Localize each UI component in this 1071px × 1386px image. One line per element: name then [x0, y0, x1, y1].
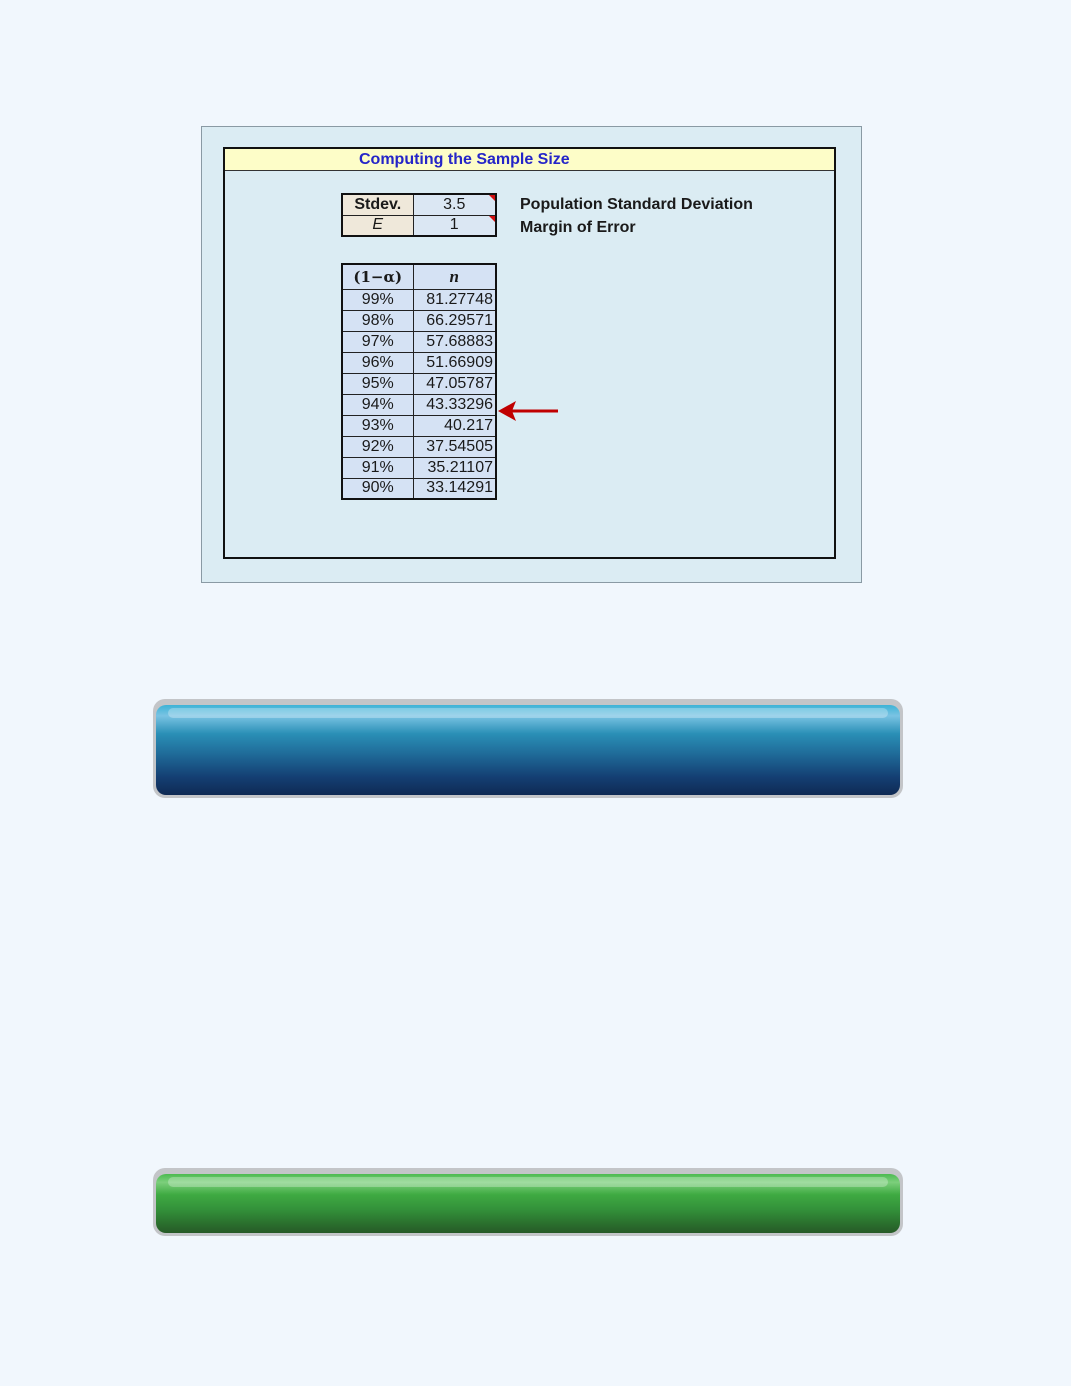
param-row-e: E 1	[341, 214, 497, 237]
cell-confidence[interactable]: 97%	[341, 330, 414, 353]
param-label-e: E	[341, 214, 414, 237]
cell-n[interactable]: 51.66909	[412, 351, 497, 374]
param-value-e[interactable]: 1	[412, 214, 497, 237]
arrow-left-icon	[498, 401, 558, 421]
cell-n[interactable]: 40.217	[412, 414, 497, 437]
sample-size-table: (1−α) n 99%81.27748 98%66.29571 97%57.68…	[341, 263, 497, 500]
param-row-stdev: Stdev. 3.5	[341, 193, 497, 216]
cell-confidence[interactable]: 96%	[341, 351, 414, 374]
cell-n[interactable]: 66.29571	[412, 309, 497, 332]
cell-confidence[interactable]: 91%	[341, 456, 414, 479]
cell-n[interactable]: 37.54505	[412, 435, 497, 458]
param-description-e: Margin of Error	[520, 219, 636, 236]
table-row: 90%33.14291	[341, 477, 497, 500]
table-row: 98%66.29571	[341, 309, 497, 332]
param-description-stdev: Population Standard Deviation	[520, 196, 753, 213]
green-banner	[153, 1168, 903, 1236]
table-row: 92%37.54505	[341, 435, 497, 458]
cell-n[interactable]: 81.27748	[412, 288, 497, 311]
sheet-title-bar: Computing the Sample Size	[225, 149, 834, 171]
spreadsheet-panel: Computing the Sample Size Stdev. 3.5 E 1…	[201, 126, 862, 583]
table-row: 93%40.217	[341, 414, 497, 437]
spreadsheet-frame: Computing the Sample Size Stdev. 3.5 E 1…	[223, 147, 836, 559]
cell-confidence[interactable]: 90%	[341, 477, 414, 500]
table-row: 91%35.21107	[341, 456, 497, 479]
table-row: 99%81.27748	[341, 288, 497, 311]
table-header-row: (1−α) n	[341, 263, 497, 290]
cell-confidence[interactable]: 99%	[341, 288, 414, 311]
cell-n[interactable]: 35.21107	[412, 456, 497, 479]
blue-banner	[153, 699, 903, 798]
table-row-highlighted: 95%47.05787	[341, 372, 497, 395]
table-row: 94%43.33296	[341, 393, 497, 416]
cell-n[interactable]: 43.33296	[412, 393, 497, 416]
header-n: n	[412, 263, 497, 290]
cell-n[interactable]: 33.14291	[412, 477, 497, 500]
parameters-table: Stdev. 3.5 E 1	[341, 193, 497, 237]
param-value-stdev[interactable]: 3.5	[412, 193, 497, 216]
cell-confidence[interactable]: 98%	[341, 309, 414, 332]
header-confidence: (1−α)	[341, 263, 414, 290]
table-row: 96%51.66909	[341, 351, 497, 374]
table-row: 97%57.68883	[341, 330, 497, 353]
cell-confidence[interactable]: 95%	[341, 372, 414, 395]
cell-confidence[interactable]: 92%	[341, 435, 414, 458]
param-label-stdev: Stdev.	[341, 193, 414, 216]
cell-n[interactable]: 57.68883	[412, 330, 497, 353]
sheet-title: Computing the Sample Size	[359, 151, 570, 168]
blue-banner-fill	[156, 705, 900, 795]
green-banner-fill	[156, 1174, 900, 1233]
cell-n[interactable]: 47.05787	[412, 372, 497, 395]
cell-confidence[interactable]: 93%	[341, 414, 414, 437]
cell-confidence[interactable]: 94%	[341, 393, 414, 416]
